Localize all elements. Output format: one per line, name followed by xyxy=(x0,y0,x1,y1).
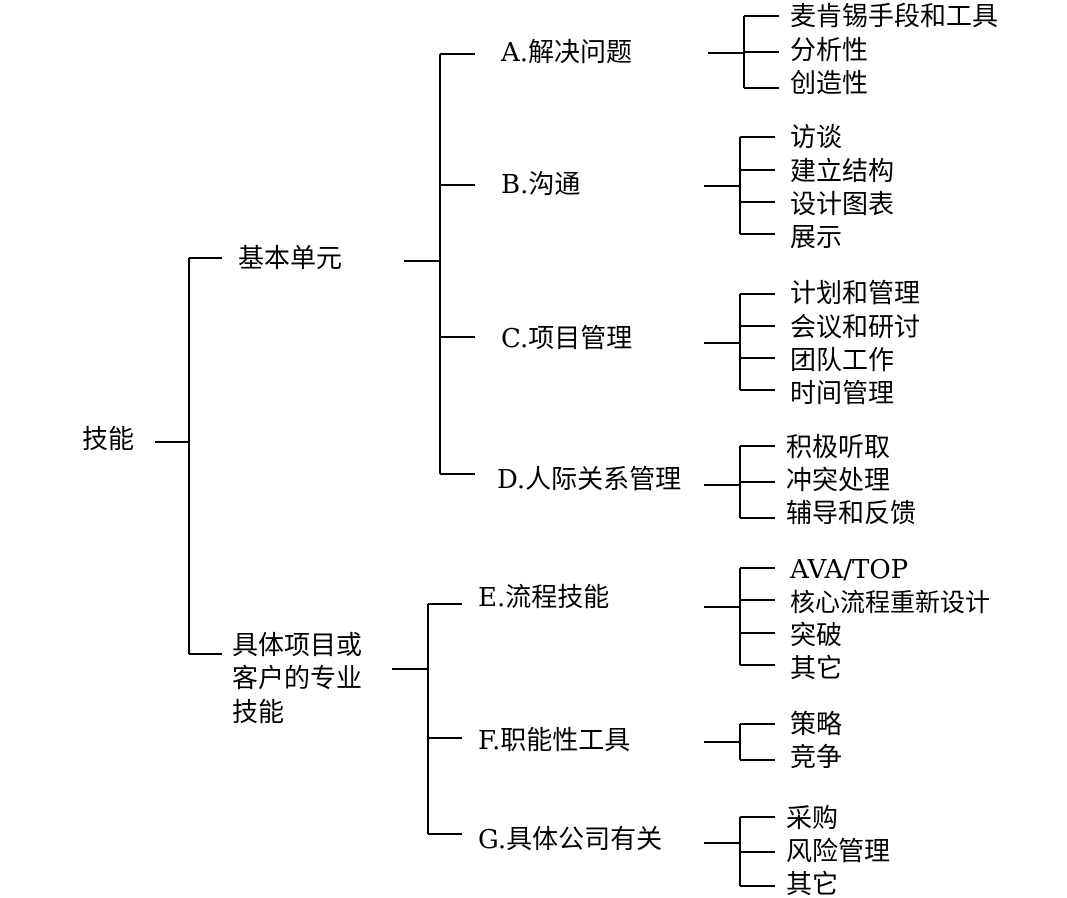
item-label: 策略 xyxy=(790,710,842,740)
item-label: 冲突处理 xyxy=(786,466,890,496)
item-label: 麦肯锡手段和工具 xyxy=(790,2,998,32)
category-c-label: C.项目管理 xyxy=(501,324,632,354)
item-label: 创造性 xyxy=(790,69,868,99)
category-d-label: D.人际关系管理 xyxy=(497,465,681,495)
item-label: 时间管理 xyxy=(790,379,894,409)
group-1-label-line-2: 技能 xyxy=(232,698,284,728)
item-label: 积极听取 xyxy=(786,433,890,463)
category-a-label: A.解决问题 xyxy=(500,38,632,68)
category-f-label: F.职能性工具 xyxy=(478,726,630,756)
item-label: 竞争 xyxy=(790,743,842,773)
category-g-label: G.具体公司有关 xyxy=(478,825,662,855)
item-label: 其它 xyxy=(790,654,842,684)
root-label: 技能 xyxy=(82,425,134,455)
item-label: 风险管理 xyxy=(786,837,890,867)
item-label: 计划和管理 xyxy=(790,279,920,309)
connectors xyxy=(155,15,779,887)
group-1-label-line-0: 具体项目或 xyxy=(232,631,362,661)
item-label: 分析性 xyxy=(790,36,868,66)
item-label: 建立结构 xyxy=(790,157,894,187)
item-label: AVA/TOP xyxy=(789,555,908,585)
item-label: 展示 xyxy=(790,223,842,253)
item-label: 设计图表 xyxy=(790,190,894,220)
group-1-label-line-1: 客户的专业 xyxy=(232,664,362,694)
item-label: 访谈 xyxy=(790,123,842,153)
category-b-label: B.沟通 xyxy=(501,170,580,200)
item-label: 会议和研讨 xyxy=(790,313,920,343)
item-label: 其它 xyxy=(786,870,838,898)
group-0-label: 基本单元 xyxy=(238,244,342,274)
item-label: 团队工作 xyxy=(790,346,894,376)
labels: 技能 基本单元 具体项目或 客户的专业 技能 A.解决问题 B.沟通 C.项目管… xyxy=(82,2,998,898)
item-label: 辅导和反馈 xyxy=(786,499,916,529)
item-label: 突破 xyxy=(790,621,842,651)
category-e-label: E.流程技能 xyxy=(478,583,609,613)
item-label: 核心流程重新设计 xyxy=(790,588,990,617)
item-label: 采购 xyxy=(786,804,838,834)
